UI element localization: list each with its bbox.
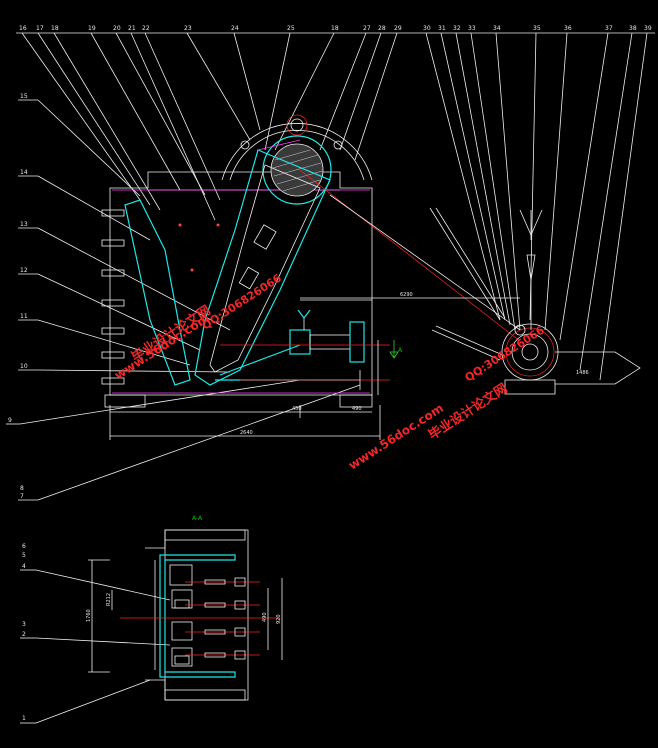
section-marker-a: A — [389, 340, 403, 359]
dim-sub-a: 450 — [292, 406, 302, 412]
callout-7: 7 — [20, 493, 24, 500]
watermark-qq-1: QQ:306826066 — [200, 271, 285, 332]
callout-6: 6 — [22, 543, 26, 550]
callout-35: 35 — [533, 25, 541, 32]
callout-38: 38 — [629, 25, 637, 32]
dim-overall-width: 2640 — [240, 430, 253, 436]
left-foot — [104, 394, 146, 408]
callout-15: 15 — [20, 93, 28, 100]
callout-23: 23 — [184, 25, 192, 32]
top-leaders — [21, 32, 648, 381]
top-callouts: 16 17 18 19 20 21 22 23 24 25 18 27 28 2… — [16, 25, 655, 381]
callout-16: 16 — [19, 25, 27, 32]
callout-2: 2 — [22, 631, 26, 638]
callout-3: 3 — [22, 621, 26, 628]
callout-4: 4 — [22, 563, 26, 570]
drive-centerline — [299, 169, 526, 346]
callout-25: 25 — [287, 25, 295, 32]
callout-20: 20 — [113, 25, 121, 32]
dim-span-right-label: 6290 — [400, 292, 413, 298]
callout-30: 30 — [423, 25, 431, 32]
callout-28: 28 — [378, 25, 386, 32]
callout-1: 1 — [22, 715, 26, 722]
dim-section-height: 1760 — [86, 609, 92, 622]
dim-span-right: 6290 — [300, 292, 520, 299]
motor-base — [504, 379, 556, 395]
left-ribs — [101, 209, 125, 385]
callout-13: 13 — [20, 221, 28, 228]
callout-29: 29 — [394, 25, 402, 32]
callout-31: 31 — [438, 25, 446, 32]
callout-19: 19 — [88, 25, 96, 32]
callout-8: 8 — [20, 485, 24, 492]
callout-21: 21 — [128, 25, 136, 32]
callout-10: 10 — [20, 363, 28, 370]
callout-9: 9 — [8, 417, 12, 424]
bottom-dimensions: 2640 450 490 — [109, 340, 381, 440]
dim-section-right-a: 920 — [276, 614, 282, 624]
section-bolts — [120, 581, 280, 656]
section-title: A-A — [192, 515, 203, 522]
callout-27: 27 — [363, 25, 371, 32]
callout-34: 34 — [493, 25, 501, 32]
motor-drive: 1486 — [429, 207, 641, 395]
watermarks: 毕业设计论文网 www.56doc.com QQ:306826066 毕业设计论… — [112, 271, 547, 472]
callout-37: 37 — [605, 25, 613, 32]
callout-32: 32 — [453, 25, 461, 32]
dim-section-right-b: 490 — [262, 612, 268, 622]
dim-gear-base: 1486 — [576, 370, 589, 376]
callout-39: 39 — [644, 25, 652, 32]
callout-33: 33 — [468, 25, 476, 32]
callout-17: 17 — [36, 25, 44, 32]
callout-18b: 18 — [331, 25, 339, 32]
movable-jaw — [194, 139, 331, 386]
toggle-assembly — [215, 309, 390, 390]
callout-18a: 18 — [51, 25, 59, 32]
callout-22a: 22 — [142, 25, 150, 32]
callout-14: 14 — [20, 169, 28, 176]
eccentric-shaft — [262, 135, 332, 205]
flywheel — [221, 114, 373, 181]
dim-section-inner: R212 — [106, 593, 112, 606]
callout-12: 12 — [20, 267, 28, 274]
callout-36: 36 — [564, 25, 572, 32]
callout-24: 24 — [231, 25, 239, 32]
callout-11: 11 — [20, 313, 28, 320]
callout-5: 5 — [22, 552, 26, 559]
dim-sub-b: 490 — [352, 406, 362, 412]
right-foot — [339, 394, 373, 408]
section-marker-label: A — [398, 347, 403, 354]
section-a-a: A-A 6 5 4 3 2 1 — [20, 515, 283, 724]
